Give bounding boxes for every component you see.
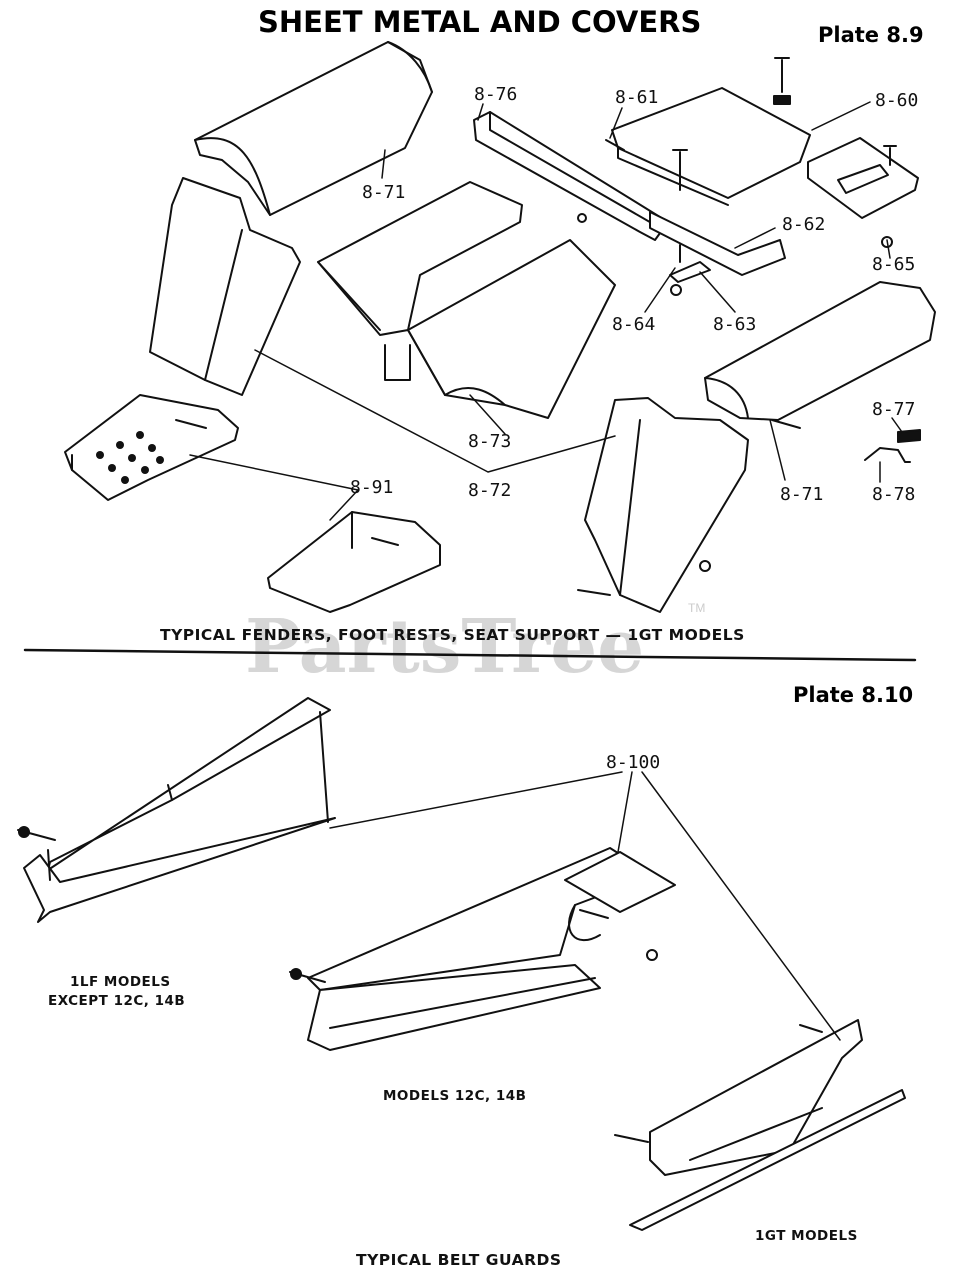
- callout-8-65: 8-65: [872, 254, 915, 275]
- clamp-plate: [669, 261, 711, 283]
- belt-guard-12c-14b: [307, 847, 676, 1051]
- callout-8-76: 8-76: [474, 84, 517, 105]
- hinge-bracket: [807, 137, 919, 219]
- bolts: [175, 57, 897, 596]
- foot-rest-right: [267, 511, 441, 613]
- callout-8-71-right: 8-71: [780, 484, 823, 505]
- belt-guard-1gt: [629, 1019, 906, 1231]
- callout-8-61: 8-61: [615, 87, 658, 108]
- callout-8-63: 8-63: [713, 314, 756, 335]
- callout-8-100: 8-100: [606, 752, 660, 773]
- label-1gt-models: 1GT MODELS: [755, 1228, 858, 1244]
- seat-support-rail: [473, 111, 669, 241]
- seat-box: [317, 181, 616, 419]
- callout-8-60: 8-60: [875, 90, 918, 111]
- fender-top-right: [704, 281, 936, 421]
- latch-parts: [864, 429, 921, 463]
- callout-8-62: 8-62: [782, 214, 825, 235]
- foot-rest-left-holes: [96, 431, 164, 484]
- seat-plate: [611, 87, 811, 206]
- belt-guard-1lf: [23, 697, 336, 923]
- watermark: PartsTree: [245, 604, 644, 690]
- label-1lf-models: 1LF MODELS: [70, 974, 171, 990]
- callout-8-71-top: 8-71: [362, 182, 405, 203]
- plate-8-9-label: Plate 8.9: [818, 23, 924, 47]
- plate-8-10-caption: TYPICAL BELT GUARDS: [356, 1251, 562, 1269]
- guard-bolts: [17, 826, 823, 1143]
- plate-8-10-label: Plate 8.10: [793, 683, 913, 707]
- page-title: SHEET METAL AND COVERS: [258, 5, 701, 39]
- leader-lines-8-100: [329, 771, 841, 1041]
- callout-8-73: 8-73: [468, 431, 511, 452]
- callout-8-64: 8-64: [612, 314, 655, 335]
- label-except-12c-14b: EXCEPT 12C, 14B: [48, 993, 185, 1009]
- support-bracket: [649, 211, 786, 276]
- plate-8-9-caption: TYPICAL FENDERS, FOOT RESTS, SEAT SUPPOR…: [160, 626, 745, 644]
- leader-lines-plate-8-9: [189, 101, 903, 521]
- fender-side-right: [584, 397, 749, 613]
- plate-divider: [23, 648, 917, 662]
- fender-top-left: [194, 41, 433, 216]
- callout-8-77: 8-77: [872, 399, 915, 420]
- watermark-tm: TM: [688, 601, 705, 615]
- label-models-12c-14b: MODELS 12C, 14B: [383, 1088, 526, 1104]
- fender-side-left: [149, 177, 301, 396]
- callout-8-72: 8-72: [468, 480, 511, 501]
- callout-8-78: 8-78: [872, 484, 915, 505]
- callout-8-91: 8-91: [350, 477, 393, 498]
